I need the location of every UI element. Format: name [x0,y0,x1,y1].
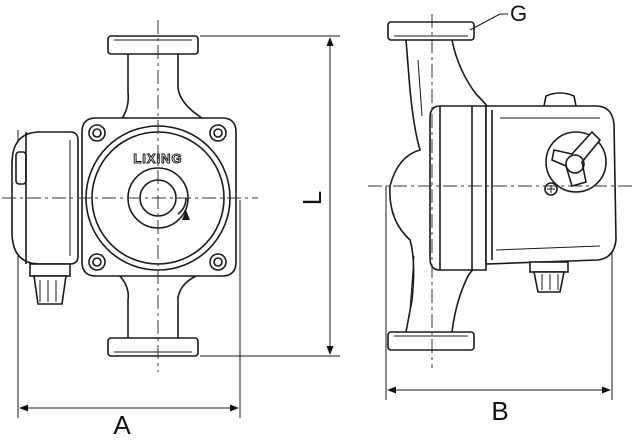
dimension-l: L [297,37,334,355]
dimension-a-label: A [113,410,131,440]
side-view [368,14,632,400]
dimension-a: A [19,404,239,440]
thread-g-label: G [510,1,527,26]
thread-callout: G [469,1,527,31]
dimension-l-label: L [297,191,327,205]
dimension-b: B [387,386,611,426]
dimension-b-label: B [491,396,508,426]
front-view: LIXING [2,20,340,418]
